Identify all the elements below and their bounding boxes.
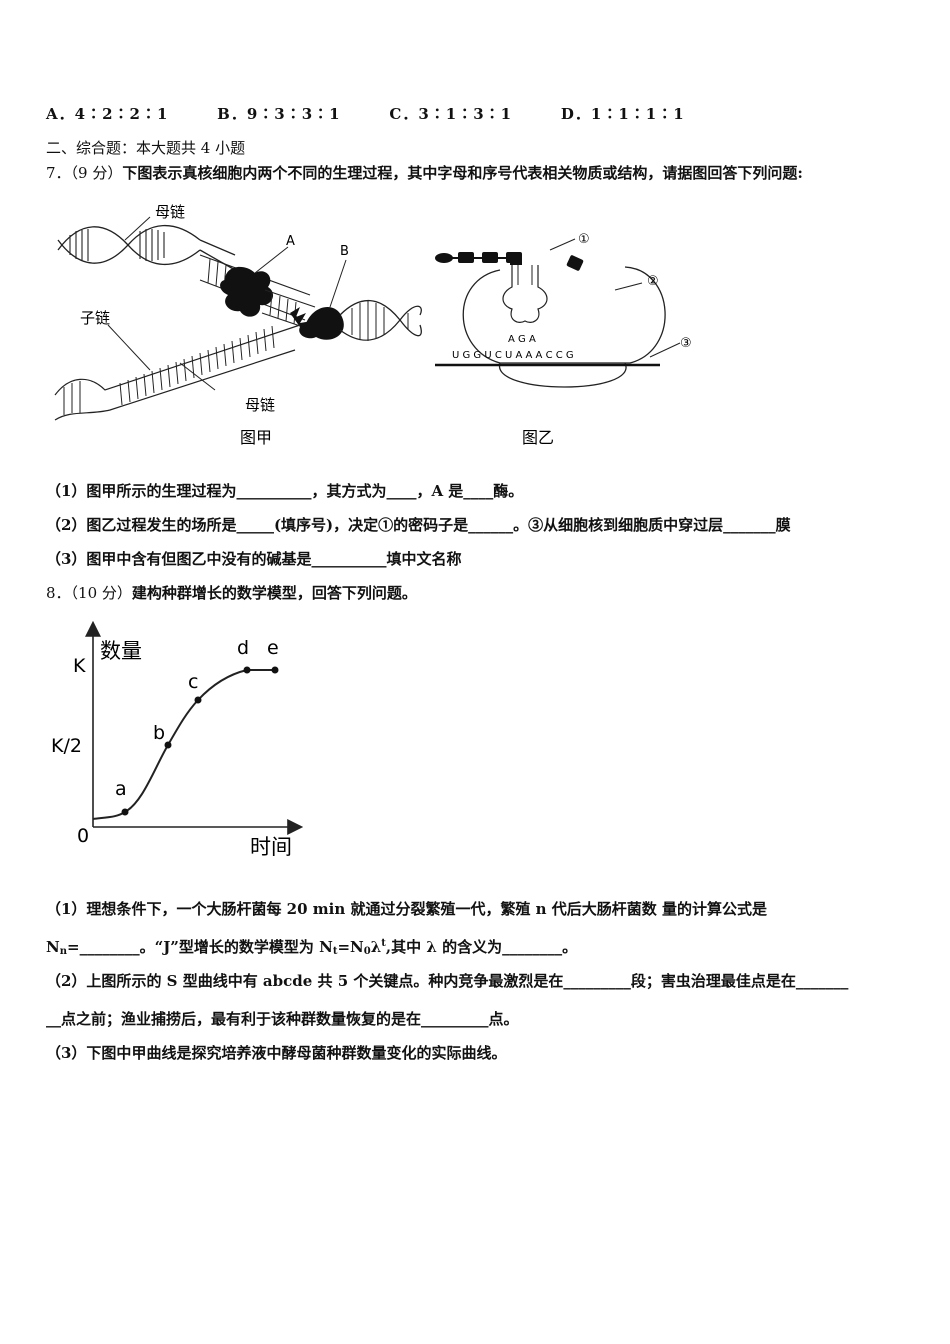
figure-translation: ① ② ③ A G A U G G U C U A A A C C G 图乙 bbox=[435, 232, 692, 447]
point-b: b bbox=[153, 722, 165, 744]
answer-options: A．4∶2∶2∶1 B．9∶3∶3∶1 C．3∶1∶3∶1 D．1∶1∶1∶1 bbox=[46, 103, 729, 124]
label-child-strand: 子链 bbox=[80, 309, 110, 327]
tick-k: K bbox=[73, 655, 86, 677]
q8-sub1-line1: （1）理想条件下，一个大肠杆菌每 20 min 就通过分裂繁殖一代，繁殖 n 代… bbox=[46, 900, 768, 918]
label-anticodon: A G A bbox=[508, 334, 536, 345]
q8-sub3: （3）下图中甲曲线是探究培养液中酵母菌种群数量变化的实际曲线。 bbox=[46, 1044, 507, 1062]
label-parent-strand-top: 母链 bbox=[155, 203, 185, 221]
option-a: A．4∶2∶2∶1 bbox=[46, 105, 169, 123]
label-circled-2: ② bbox=[647, 274, 659, 289]
caption-figure-b: 图乙 bbox=[522, 428, 554, 447]
label-enzyme-b: B bbox=[340, 244, 349, 259]
label-parent-strand-bottom: 母链 bbox=[245, 396, 275, 414]
option-d: D．1∶1∶1∶1 bbox=[560, 105, 685, 123]
label-enzyme-a: A bbox=[286, 234, 295, 249]
caption-figure-a: 图甲 bbox=[240, 428, 272, 447]
tick-k-half: K/2 bbox=[51, 735, 82, 757]
point-e: e bbox=[267, 637, 279, 659]
q7-sub3: （3）图甲中含有但图乙中没有的碱基是__________填中文名称 bbox=[46, 550, 462, 568]
y-axis-label: 数量 bbox=[100, 639, 142, 663]
section-title: 二、综合题：本大题共 4 小题 bbox=[46, 139, 246, 157]
figure-s-curve: 数量 时间 0 K K/2 a b c d e bbox=[51, 620, 304, 859]
point-c: c bbox=[188, 671, 198, 693]
q8-sub2-line1: （2）上图所示的 S 型曲线中有 abcde 共 5 个关键点。种内竞争最激烈是… bbox=[46, 972, 849, 990]
question-8-stem: 8．（10 分）建构种群增长的数学模型，回答下列问题。 bbox=[46, 584, 417, 602]
option-c: C．3∶1∶3∶1 bbox=[389, 105, 513, 123]
figure-dna-replication: 母链 子链 母链 A B 图甲 bbox=[54, 203, 422, 447]
label-mrna-sequence: U G G U C U A A A C C G bbox=[452, 350, 574, 361]
origin-label: 0 bbox=[77, 825, 89, 847]
question-7-stem: 7．（9 分）下图表示真核细胞内两个不同的生理过程，其中字母和序号代表相关物质或… bbox=[46, 164, 803, 182]
point-d: d bbox=[237, 637, 249, 659]
q7-sub2: （2）图乙过程发生的场所是_____(填序号)，决定①的密码子是______。③… bbox=[46, 516, 791, 534]
q8-sub2-line2: __点之前；渔业捕捞后，最有利于该种群数量恢复的是在_________点。 bbox=[46, 1010, 519, 1028]
label-circled-3: ③ bbox=[680, 336, 692, 351]
x-axis-label: 时间 bbox=[250, 835, 292, 859]
point-a: a bbox=[115, 778, 127, 800]
label-circled-1: ① bbox=[578, 232, 590, 247]
option-b: B．9∶3∶3∶1 bbox=[217, 105, 341, 123]
q7-sub1: （1）图甲所示的生理过程为__________，其方式为____，A 是____… bbox=[46, 482, 524, 500]
q8-sub1-line2: Nn=________。“J”型增长的数学模型为 Nt=N0λt,其中 λ 的含… bbox=[46, 938, 578, 957]
